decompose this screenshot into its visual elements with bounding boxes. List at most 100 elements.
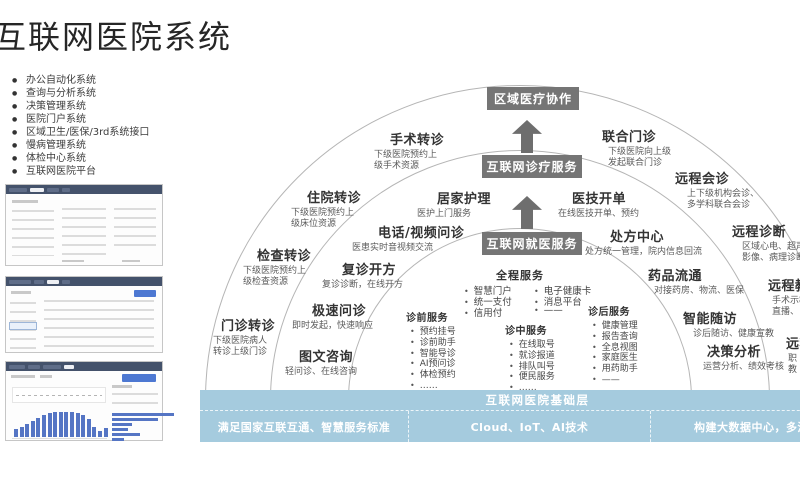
mini-vbar	[86, 419, 91, 437]
thumbnail-body	[6, 194, 162, 265]
full-service-item: 智慧门户	[464, 283, 534, 297]
thumb3-hbars	[112, 413, 174, 441]
foundation-column-standards: 满足国家互联互通、智慧服务标准	[217, 420, 391, 434]
label-medtech-order: 医技开单 在线医技开单、预约	[558, 192, 640, 219]
mini-vbar	[36, 418, 41, 437]
mini-vbar	[14, 429, 18, 437]
titlebar-segment	[9, 279, 31, 284]
full-service-heading: 全程服务	[496, 269, 544, 282]
full-service-row: 信用付 ——	[464, 305, 563, 319]
foundation-title: 互联网医院基础层	[200, 390, 800, 411]
full-service-row: 统一支付 消息平台	[464, 294, 582, 308]
mini-vbar	[64, 412, 69, 437]
label-surgery-referral: 手术转诊 下级医院预约上 级手术资源	[374, 133, 445, 171]
titlebar-segment	[9, 187, 27, 192]
titlebar-active-tab	[47, 279, 59, 284]
mini-vbar	[69, 412, 74, 437]
skeleton-table	[112, 393, 158, 409]
thumbnail-titlebar	[6, 362, 162, 371]
mini-vbar	[92, 427, 97, 437]
system-list-item: 互联网医院平台	[12, 165, 149, 178]
up-arrow-icon	[512, 196, 542, 229]
service-column-in-visit: 诊中服务 在线取号 就诊报道 排队叫号 便民服务 ……	[505, 322, 555, 394]
system-list-item: 区域卫生/医保/3rd系统接口	[12, 126, 149, 139]
titlebar-active-tab	[30, 187, 44, 192]
skeleton-line	[40, 375, 52, 378]
skeleton-content	[44, 300, 154, 352]
mini-axis-line	[12, 438, 107, 439]
foundation-columns: 满足国家互联互通、智慧服务标准 Cloud、IoT、AI技术 构建大数据中心，多…	[200, 411, 800, 442]
mini-vbar	[47, 413, 52, 437]
mini-hbar	[112, 438, 124, 441]
mini-vbar	[103, 428, 108, 437]
mini-vbar	[30, 421, 35, 437]
skeleton-column	[12, 210, 54, 256]
label-remote-diagnosis: 远程诊断 区域心电、超声 影像、病理诊断	[732, 225, 800, 263]
label-drug-circulation: 药品流通 对接药房、物流、医保	[648, 269, 745, 296]
label-exam-referral: 检查转诊 下级医院预约上 级检查资源	[243, 249, 312, 287]
thumbnail-titlebar	[6, 185, 162, 194]
mini-button	[122, 374, 156, 382]
label-remote-education: 远程教育 手术示教、 直播、	[768, 279, 800, 317]
system-list-item: 查询与分析系统	[12, 87, 149, 100]
mini-hbar	[112, 413, 174, 416]
full-service-item: ——	[534, 305, 563, 319]
app-screenshot-thumbnail-2	[5, 276, 163, 353]
level-box-regional-collaboration: 区域医疗协作	[487, 87, 579, 110]
titlebar-segment	[62, 279, 70, 284]
system-list-item: 慢病管理系统	[12, 139, 149, 152]
mini-vbar	[53, 412, 58, 437]
skeleton-line	[122, 260, 140, 262]
up-arrow-icon	[512, 120, 542, 153]
mini-line-chart-line	[16, 395, 102, 396]
system-list: 办公自动化系统 查询与分析系统 决策管理系统 医院门户系统 区域卫生/医保/3r…	[12, 74, 149, 178]
full-service-item: 消息平台	[534, 294, 582, 308]
system-list-item: 体检中心系统	[12, 152, 149, 165]
mini-hbar	[112, 418, 158, 421]
page-title: 互联网医院系统	[0, 18, 233, 56]
system-list-item: 办公自动化系统	[12, 74, 149, 87]
titlebar-segment	[47, 187, 59, 192]
mini-vbar	[75, 413, 80, 437]
label-inpatient-referral: 住院转诊 下级医院预约上 级床位资源	[291, 191, 362, 229]
titlebar-active-tab	[64, 364, 74, 369]
thumbnail-titlebar	[6, 277, 162, 286]
mini-hbar	[112, 428, 128, 431]
label-decision-analysis: 决策分析 运营分析、绩效考核	[703, 345, 785, 372]
thumbnail-body	[6, 286, 162, 352]
full-service-item: 信用付	[464, 305, 534, 319]
service-column-pre-visit: 诊前服务 预约挂号 诊前助手 智能导诊 AI预问诊 体检预约 ……	[406, 309, 456, 392]
system-list-item: 医院门户系统	[12, 113, 149, 126]
full-service-item: 电子健康卡	[534, 283, 592, 297]
mini-vbar	[58, 412, 63, 437]
skeleton-line	[12, 200, 38, 203]
label-edge-clipped: 远程 职 教	[786, 337, 800, 375]
label-followup-prescription: 复诊开方 复诊诊断，在线开方	[322, 263, 404, 290]
foundation-column-bigdata: 构建大数据中心，多源异构	[650, 411, 800, 442]
label-quick-consult: 极速问诊 即时发起，快速响应	[292, 304, 374, 331]
label-home-care: 居家护理 医护上门服务	[417, 192, 492, 219]
skeleton-line	[62, 260, 84, 262]
label-joint-clinic: 联合门诊 下级医院向上级 发起联合门诊	[602, 130, 672, 168]
service-column-post-visit: 诊后服务 健康管理 报告查询 全息视图 家庭医生 用药助手 ——	[588, 303, 638, 386]
skeleton-line	[11, 375, 35, 378]
level-box-internet-diagnosis-service: 互联网诊疗服务	[482, 155, 582, 178]
foundation-column-technology: Cloud、IoT、AI技术	[408, 411, 650, 442]
mini-vbar	[97, 431, 102, 437]
titlebar-segment	[34, 279, 44, 284]
label-phone-video-consult: 电话/视频问诊 医患实时音视频交流	[352, 226, 465, 253]
system-list-item: 决策管理系统	[12, 100, 149, 113]
skeleton-line	[11, 291, 31, 294]
mini-button	[134, 290, 156, 297]
mini-vbar	[41, 415, 46, 437]
label-text-consult: 图文咨询 轻问诊、在线咨询	[285, 350, 358, 377]
mini-hbar	[112, 423, 132, 426]
mini-hbar	[112, 433, 140, 436]
skeleton-column	[114, 208, 156, 246]
titlebar-segment	[28, 364, 40, 369]
foundation-bar: 互联网医院基础层 满足国家互联互通、智慧服务标准 Cloud、IoT、AI技术 …	[200, 390, 800, 442]
level-box-internet-medical-service: 互联网就医服务	[482, 232, 582, 255]
label-remote-consultation: 远程会诊 上下级机构会诊、 多学科联合会诊	[675, 172, 760, 210]
titlebar-segment	[62, 187, 70, 192]
